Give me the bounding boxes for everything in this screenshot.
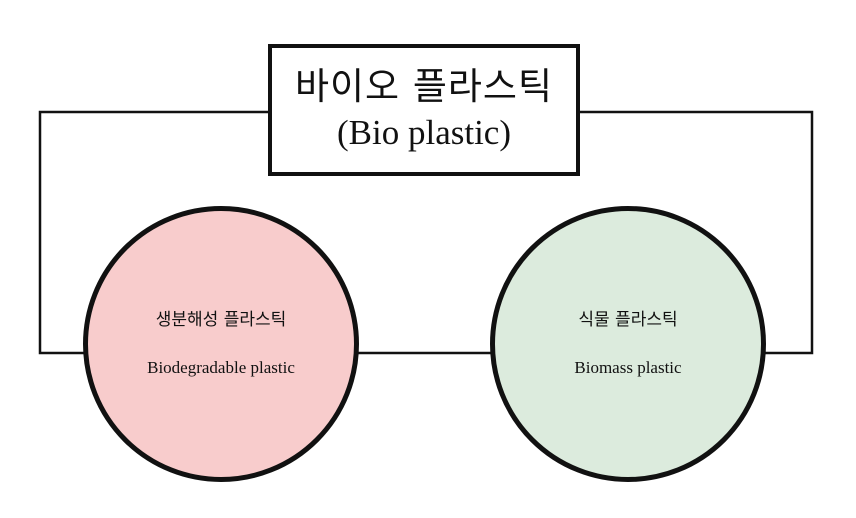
node-biomass-plastic: 식물 플라스틱 Biomass plastic — [490, 206, 766, 482]
node-biodegradable-korean: 생분해성 플라스틱 — [155, 310, 287, 330]
title-english: (Bio plastic) — [337, 113, 511, 152]
node-biomass-english: Biomass plastic — [574, 358, 682, 377]
node-biomass-korean: 식물 플라스틱 — [578, 310, 678, 330]
node-biodegradable-english: Biodegradable plastic — [147, 358, 295, 377]
title-korean: 바이오 플라스틱 — [294, 65, 554, 108]
title-box: 바이오 플라스틱 (Bio plastic) — [268, 44, 580, 176]
connector-title-to-biomass — [580, 110, 814, 355]
connector-title-to-biodegradable — [38, 110, 268, 355]
node-biodegradable-plastic: 생분해성 플라스틱 Biodegradable plastic — [83, 206, 359, 482]
